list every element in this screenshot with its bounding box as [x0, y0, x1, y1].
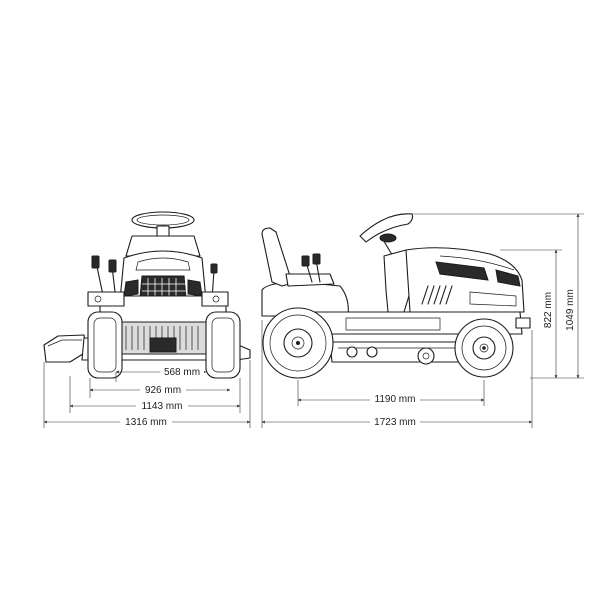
dim-926: 926 mm	[145, 385, 181, 396]
dim-568: 568 mm	[164, 367, 200, 378]
dim-1723: 1723 mm	[374, 417, 416, 428]
side-view	[261, 213, 531, 379]
dim-1049: 1049 mm	[565, 289, 576, 331]
side-dimensions: 1190 mm 1723 mm 822 mm 1049 mm	[261, 213, 584, 428]
front-view	[43, 211, 251, 379]
dim-1143: 1143 mm	[142, 401, 183, 412]
front-dimensions: 568 mm 926 mm 1143 mm 1316 mm	[43, 360, 251, 428]
dim-1190: 1190 mm	[375, 394, 416, 405]
dim-1316: 1316 mm	[125, 417, 167, 428]
dim-822: 822 mm	[543, 292, 554, 328]
